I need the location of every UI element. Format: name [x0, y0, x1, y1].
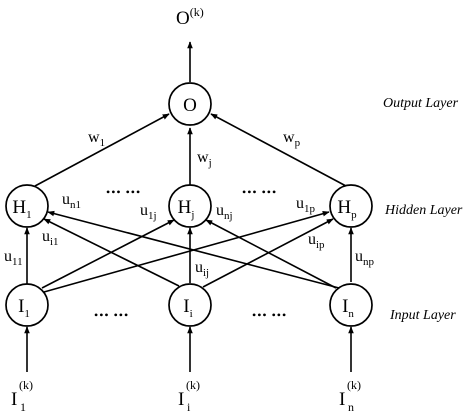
- hidden-node-1-circle: [5, 184, 49, 228]
- input-ellipsis-right: ••• •••: [252, 308, 287, 322]
- input-signal-1-main: I: [11, 389, 17, 410]
- weight-uij: uij: [195, 259, 209, 279]
- hidden-layer-label: Hidden Layer: [384, 203, 463, 218]
- weight-unp: unp: [355, 248, 375, 268]
- input-signal-n: I (k) n: [339, 378, 361, 414]
- weight-w1: w1: [88, 129, 105, 149]
- input-signal-1-sup: (k): [19, 378, 33, 392]
- input-signal-n-sub: n: [348, 400, 354, 414]
- input-signal-i-main: I: [178, 389, 184, 410]
- input-node-1-label: I1: [18, 296, 30, 320]
- input-node-i-label: Ii: [183, 296, 192, 320]
- weight-unj: unj: [216, 202, 233, 222]
- input-node-i-circle: [168, 283, 212, 327]
- edge-ii-hp: [202, 218, 334, 288]
- hidden-ellipsis-right: ••• •••: [242, 185, 277, 199]
- hidden-node-j-label: Hj: [178, 197, 195, 221]
- input-ellipsis-left: ••• •••: [94, 308, 129, 322]
- input-signal-n-main: I: [339, 389, 345, 410]
- input-signal-1-sub: 1: [20, 400, 26, 414]
- weight-ui1: ui1: [42, 228, 59, 248]
- input-signal-i-sup: (k): [186, 378, 200, 392]
- hidden-ellipsis-left: ••• •••: [106, 185, 141, 199]
- weight-uip: uip: [308, 231, 325, 251]
- input-node-n-label: In: [342, 296, 354, 320]
- edge-h1-o: [34, 113, 170, 187]
- output-layer-label: Output Layer: [383, 96, 459, 111]
- input-signal-1: I (k) 1: [11, 378, 33, 414]
- input-signal-n-sup: (k): [347, 378, 361, 392]
- output-node-circle: [168, 82, 212, 126]
- weight-u1j: u1j: [140, 202, 157, 222]
- output-node-label: O: [183, 95, 197, 116]
- weight-un1: un1: [62, 191, 81, 211]
- output-signal-label: O(k): [176, 5, 204, 29]
- weight-u1p: u1p: [296, 195, 316, 215]
- input-node-n-circle: [329, 283, 373, 327]
- weight-u11: u11: [4, 248, 23, 268]
- hidden-node-1-label: H1: [12, 197, 31, 221]
- weight-wj: wj: [197, 149, 212, 169]
- weight-wp: wp: [283, 129, 301, 149]
- edge-in-hj: [205, 219, 337, 289]
- edge-i1-hj: [41, 219, 175, 289]
- hidden-node-j-circle: [168, 184, 212, 228]
- hidden-node-p-circle: [329, 184, 373, 228]
- input-signal-i-sub: i: [187, 400, 191, 414]
- edge-i1-hp: [43, 211, 330, 293]
- hidden-node-p-label: Hp: [337, 197, 357, 221]
- nodes: [5, 82, 373, 327]
- edge-hp-o: [210, 113, 347, 187]
- edges: [24, 41, 354, 372]
- input-signal-i: I (k) i: [178, 378, 200, 414]
- input-node-1-circle: [5, 283, 49, 327]
- input-layer-label: Input Layer: [389, 308, 456, 323]
